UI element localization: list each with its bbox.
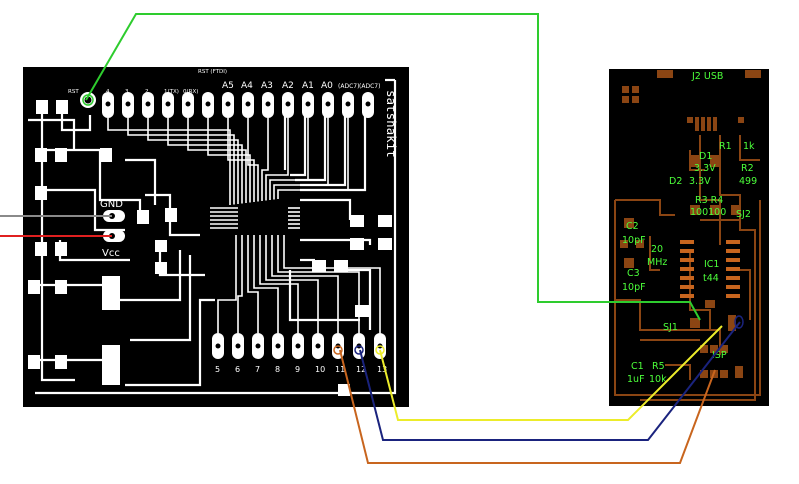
r2-label: R2 <box>741 163 754 174</box>
orange-wire-11 <box>339 349 716 464</box>
usb-connector <box>622 70 761 131</box>
small-pin-label: 2 <box>145 89 149 95</box>
analog-pin-label: A2 <box>282 81 294 91</box>
analog-pin-label: (ADC7) <box>338 83 359 90</box>
ic-pin <box>726 285 740 289</box>
r1-label: R1 <box>719 141 732 152</box>
ic1-label: IC1 <box>704 259 719 270</box>
bottom-pin-label: 9 <box>295 365 300 374</box>
ic1-pins <box>620 240 740 298</box>
d2-label: D2 <box>669 176 682 187</box>
r1-value: 1k <box>743 141 755 152</box>
bottom-pin-label: 8 <box>275 365 280 374</box>
c1-value: 1uF <box>627 374 645 385</box>
power-pins: GND Vcc <box>100 199 125 259</box>
analog-pin-label: (ADC7) <box>359 83 380 90</box>
crystal-label: 20 <box>651 244 663 255</box>
rst-ftdi-label: RST (FTDI) <box>198 69 227 75</box>
crystal-unit: MHz <box>647 257 667 268</box>
wire-endpoints <box>82 94 744 355</box>
c3-value: 10pF <box>622 282 646 293</box>
ic-pin <box>726 258 740 262</box>
gnd-label: GND <box>100 199 123 210</box>
ic-pin <box>680 258 694 262</box>
ic-pin <box>726 276 740 280</box>
bottom-pin-label: 6 <box>235 365 240 374</box>
ic1-value: t44 <box>703 273 719 284</box>
fabisp-board: J2 USB R1 1k D1 3.3V R2 D2 3.3V 499 R3 R… <box>609 69 769 406</box>
ic-pin <box>680 294 694 298</box>
right-board-pads <box>624 155 743 378</box>
ic-pin <box>726 249 740 253</box>
sj1-label: SJ1 <box>663 322 678 333</box>
navy-wire-12 <box>359 321 741 441</box>
top-small-labels: RST 4 3 2 1(TX) 0(RX) <box>68 89 198 95</box>
board-name: satshakit <box>384 90 399 158</box>
analog-labels: A5 A4 A3 A2 A1 A0 (ADC7)(ADC7) <box>222 81 380 91</box>
bottom-pin-label: 7 <box>255 365 260 374</box>
ic-pin <box>680 285 694 289</box>
c1-label: C1 <box>631 361 644 372</box>
d2-value: 3.3V <box>689 176 711 187</box>
bottom-pin-label: 10 <box>315 365 325 374</box>
d1-value: 3.3V <box>694 163 716 174</box>
small-pin-label: 4 <box>106 89 110 95</box>
c2-label: C2 <box>626 221 639 232</box>
small-pin-label: 3 <box>125 89 129 95</box>
isp-label: ISP <box>712 350 727 361</box>
right-board-background <box>609 69 769 406</box>
bottom-pin-label: 12 <box>356 365 366 374</box>
sj2-label: SJ2 <box>736 209 751 220</box>
ic-pin <box>726 294 740 298</box>
r2-value: 499 <box>739 176 757 187</box>
top-pin-header <box>36 92 374 118</box>
smd-pads <box>28 148 392 396</box>
analog-pin-label: A3 <box>261 81 273 91</box>
analog-pin-label: A4 <box>241 81 253 91</box>
ic-pin <box>726 240 740 244</box>
wires <box>0 13 741 464</box>
vcc-label: Vcc <box>102 248 120 259</box>
analog-pin-label: A0 <box>321 81 333 91</box>
right-board-traces <box>614 135 761 401</box>
analog-pin-label: A1 <box>302 81 314 91</box>
bottom-pin-label: 11 <box>335 365 345 374</box>
ic-pin <box>726 267 740 271</box>
r3-r4-value: 100100 <box>690 207 726 218</box>
d1-label: D1 <box>699 151 712 162</box>
r5-label: R5 <box>652 361 665 372</box>
right-board-labels: J2 USB R1 1k D1 3.3V R2 D2 3.3V 499 R3 R… <box>622 71 757 385</box>
ic-pin <box>680 249 694 253</box>
ic-pin <box>680 267 694 271</box>
ic-pin <box>680 240 694 244</box>
yellow-wire-13 <box>379 325 723 421</box>
j2-usb-label: J2 USB <box>691 71 723 82</box>
bottom-pin-label: 5 <box>215 365 220 374</box>
small-pin-label: RST <box>68 89 79 95</box>
mcu-footprint <box>238 205 288 235</box>
c2-value: 10pF <box>622 235 646 246</box>
bottom-pin-labels: 5 6 7 8 9 10 11 12 13 <box>215 365 387 374</box>
small-pin-label: 1(TX) <box>164 89 179 95</box>
r5-value: 10k <box>649 374 667 385</box>
c3-label: C3 <box>627 268 640 279</box>
small-pin-label: 0(RX) <box>183 89 198 95</box>
analog-pin-label: A5 <box>222 81 234 91</box>
ic-pin <box>680 276 694 280</box>
bottom-pin-label: 13 <box>377 365 387 374</box>
green-wire-rst <box>85 13 701 321</box>
r3-r4-label: R3 R4 <box>695 195 723 206</box>
